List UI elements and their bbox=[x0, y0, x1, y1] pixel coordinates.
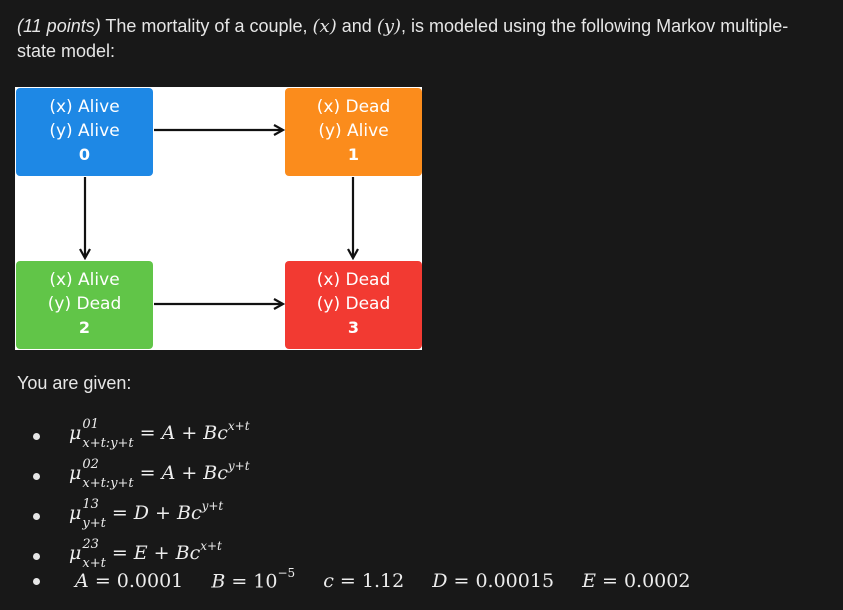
intro-and: and bbox=[341, 16, 372, 36]
rate-superscript: 02 bbox=[82, 457, 99, 473]
state-1-line2: (y) Alive bbox=[318, 121, 389, 141]
constant-c: c = 1.12 bbox=[323, 570, 405, 593]
bullet-icon bbox=[33, 578, 40, 585]
problem-intro: (11 points) The mortality of a couple, (… bbox=[17, 14, 817, 64]
rate-subscript: y+t bbox=[82, 516, 106, 532]
constants-line: A = 0.0001 B = 10−5 c = 1.12 D = 0.00015… bbox=[33, 566, 712, 593]
constant-b: B = 10−5 bbox=[211, 566, 296, 593]
bullet-icon bbox=[33, 513, 40, 520]
y-variable: (y) bbox=[376, 16, 402, 37]
bullet-icon bbox=[33, 473, 40, 480]
state-0-line2: (y) Alive bbox=[49, 121, 120, 141]
rate-rhs: A + Bc bbox=[161, 462, 228, 485]
state-2-line1: (x) Alive bbox=[49, 270, 120, 290]
mu-symbol: μ bbox=[69, 462, 82, 485]
rate-rhs: A + Bc bbox=[161, 422, 228, 445]
state-3-line2: (y) Dead bbox=[316, 294, 391, 314]
transition-arrows bbox=[15, 87, 422, 350]
rate-subscript: x+t:y+t bbox=[82, 436, 134, 452]
intro-text-2: , is modeled using the following Markov … bbox=[17, 16, 789, 61]
rate-exponent: x+t bbox=[200, 539, 222, 553]
state-1-line1: (x) Dead bbox=[316, 97, 391, 117]
constant-a: A = 0.0001 bbox=[75, 570, 184, 593]
state-3-number: 3 bbox=[347, 318, 360, 337]
mu-symbol: μ bbox=[69, 422, 82, 445]
given-label: You are given: bbox=[17, 373, 132, 393]
rate-subscript: x+t bbox=[82, 556, 106, 572]
constant-e: E = 0.0002 bbox=[582, 570, 691, 593]
rate-exponent: y+t bbox=[201, 499, 224, 513]
rate-superscript: 01 bbox=[82, 417, 99, 433]
rate-rhs: E + Bc bbox=[133, 542, 201, 565]
state-1-box: (x) Dead (y) Alive 1 bbox=[285, 88, 422, 176]
state-3-box: (x) Dead (y) Dead 3 bbox=[285, 261, 422, 349]
bullet-icon bbox=[33, 433, 40, 440]
rate-superscript: 13 bbox=[82, 497, 99, 513]
state-0-box: (x) Alive (y) Alive 0 bbox=[16, 88, 153, 176]
state-0-line1: (x) Alive bbox=[49, 97, 120, 117]
state-0-number: 0 bbox=[78, 145, 91, 164]
rate-superscript: 23 bbox=[82, 537, 99, 553]
rate-subscript: x+t:y+t bbox=[82, 476, 134, 492]
state-2-box: (x) Alive (y) Dead 2 bbox=[16, 261, 153, 349]
state-3-line1: (x) Dead bbox=[316, 270, 391, 290]
state-2-line2: (y) Dead bbox=[47, 294, 122, 314]
intro-text-1: The mortality of a couple, bbox=[105, 16, 308, 36]
rate-exponent: y+t bbox=[227, 459, 250, 473]
mu-symbol: μ bbox=[69, 502, 82, 525]
markov-state-diagram: (x) Alive (y) Alive 0 (x) Dead (y) Alive… bbox=[15, 87, 422, 350]
state-2-number: 2 bbox=[78, 318, 91, 337]
rate-exponent: x+t bbox=[227, 419, 250, 433]
rate-rhs: D + Bc bbox=[133, 502, 202, 525]
x-variable: (x) bbox=[312, 16, 337, 37]
mu-symbol: μ bbox=[69, 542, 82, 565]
state-1-number: 1 bbox=[347, 145, 360, 164]
constant-d: D = 0.00015 bbox=[432, 570, 555, 593]
bullet-icon bbox=[33, 553, 40, 560]
points-label: (11 points) bbox=[17, 16, 101, 36]
